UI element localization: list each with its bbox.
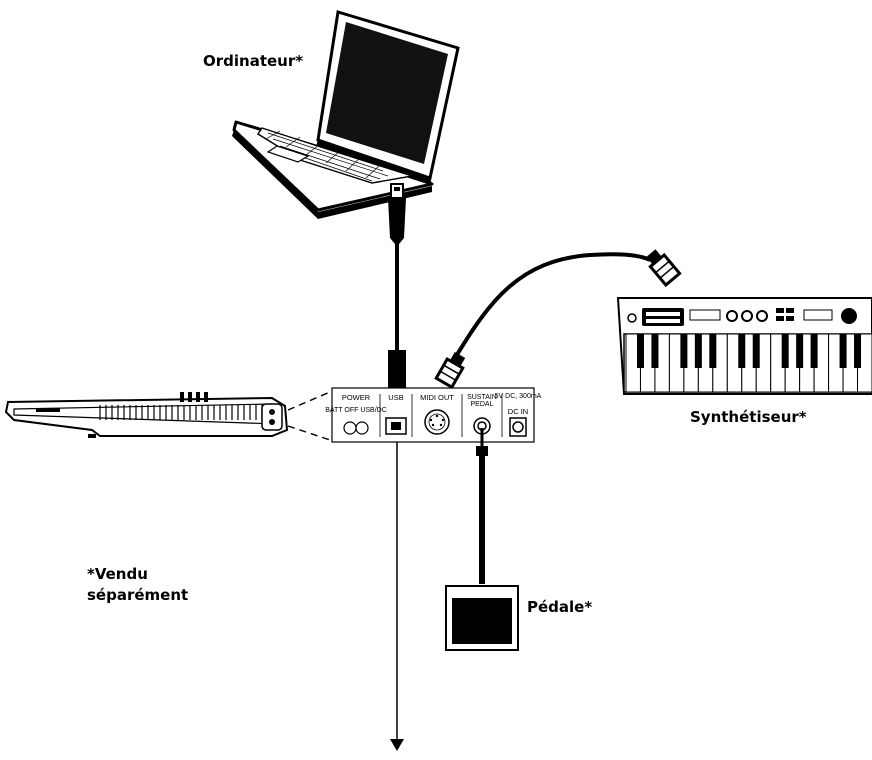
synthesizer-illustration	[616, 297, 872, 395]
synth-black-key	[636, 334, 644, 368]
power-label: POWER	[342, 393, 371, 402]
laptop-illustration	[232, 10, 460, 219]
synth-black-key	[781, 334, 789, 368]
sustain-label-2: PEDAL	[471, 401, 494, 408]
synthesizer-label: Synthétiseur*	[690, 408, 807, 426]
rear-panel: POWER BATT OFF USB/DC USB MIDI OUT SUSTA…	[325, 387, 542, 443]
synth-black-key	[694, 334, 702, 368]
midi-cable	[434, 249, 682, 390]
pedal-illustration	[445, 428, 519, 651]
synth-black-key	[752, 334, 760, 368]
synth-black-keys	[636, 334, 862, 368]
usb-cable	[388, 183, 406, 751]
computer-label: Ordinateur*	[203, 52, 304, 70]
synth-black-key	[738, 334, 746, 368]
synth-black-key	[709, 334, 717, 368]
power-modes-label: BATT OFF USB/DC	[325, 407, 387, 414]
synth-black-key	[796, 334, 804, 368]
synth-black-key	[839, 334, 847, 368]
synth-white-keys	[625, 333, 872, 393]
controller-keys	[99, 405, 263, 420]
synth-black-key	[651, 334, 659, 368]
down-arrow-icon	[390, 739, 404, 751]
synth-black-key	[680, 334, 688, 368]
callout-line-bottom	[287, 425, 331, 441]
power-switch-right	[355, 421, 369, 435]
dc-in-label: DC IN	[508, 407, 528, 416]
synth-black-key	[854, 334, 862, 368]
sold-separately-line2: séparément	[87, 586, 189, 604]
sustain-label-1: SUSTAIN	[467, 394, 497, 401]
controller-illustration	[4, 392, 289, 438]
synth-black-key	[810, 334, 818, 368]
power-switch-left	[343, 421, 357, 435]
midi-out-label: MIDI OUT	[420, 393, 454, 402]
pedal-label: Pédale*	[527, 598, 593, 616]
sold-separately-line1: *Vendu	[87, 565, 148, 583]
usb-port-label: USB	[388, 393, 403, 402]
dc-spec-label: 5V DC, 300mA	[495, 393, 542, 400]
callout-line-top	[287, 391, 331, 411]
